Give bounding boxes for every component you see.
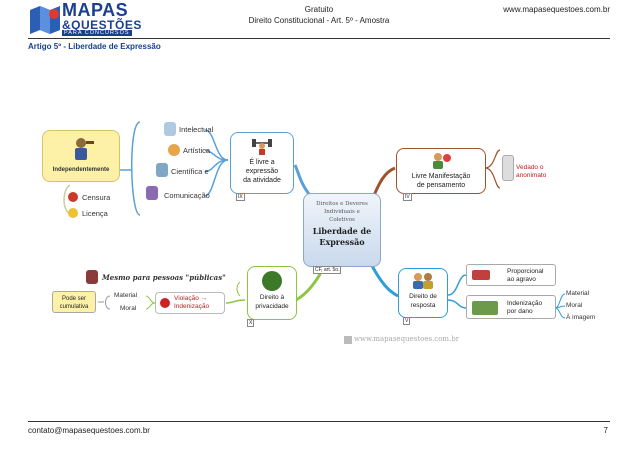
forbidden-icon — [160, 298, 170, 308]
watermark-logo-icon — [344, 336, 352, 344]
palette-icon — [168, 144, 180, 156]
public-person-icon — [86, 270, 98, 284]
privacidade-tag: X — [247, 319, 255, 327]
website-link[interactable]: www.mapasequestoes.com.br — [503, 5, 610, 14]
header-divider — [28, 38, 610, 39]
resposta-tag: V — [403, 317, 411, 325]
balance-icon — [472, 270, 490, 280]
brain-icon — [164, 122, 176, 136]
footer-email[interactable]: contato@mapasequestoes.com.br — [28, 426, 150, 435]
scientist-icon — [156, 163, 168, 177]
mesmo-para-pessoas: Mesmo para pessoas "públicas" — [102, 273, 226, 282]
material-label: Material — [114, 292, 138, 299]
moral-label: Moral — [120, 305, 137, 312]
item-artistica: Artística — [183, 146, 211, 155]
anonimato-note: Vedado o anonimato — [516, 164, 547, 179]
money-icon — [472, 301, 498, 315]
footer-divider — [28, 421, 610, 422]
dano-material: Material — [566, 290, 590, 297]
center-tag: CF, art. 5o. — [313, 266, 342, 274]
censura-icon — [68, 192, 78, 202]
independente-node[interactable]: Independentemente — [42, 130, 120, 182]
center-node[interactable]: Direitos e Deveres Individuais e Coletiv… — [303, 193, 381, 267]
wreath-icon — [262, 271, 282, 291]
privacidade-node[interactable]: Direito à privacidade — [247, 266, 297, 320]
livre-node[interactable]: É livre a expressão da atividade — [230, 132, 294, 194]
cumulativa-box: Pode ser cumulativa — [52, 291, 96, 313]
communication-icon — [146, 186, 158, 200]
censura-label: Censura — [82, 193, 111, 202]
mask-icon — [502, 155, 514, 181]
logo-map-icon — [30, 6, 60, 34]
gavel-judge-icon — [75, 138, 94, 160]
badge: Gratuito — [304, 5, 334, 14]
violacao-box[interactable]: Violação → Indenização — [155, 292, 225, 314]
dano-moral: Moral — [566, 302, 583, 309]
livre-tag: IX — [236, 193, 245, 201]
weightlifter-icon — [252, 139, 272, 155]
item-intelectual: Intelectual — [179, 125, 214, 134]
document-subtitle: Direito Constitucional - Art. 5º - Amost… — [248, 16, 390, 25]
item-comunicacao: Comunicação — [164, 191, 210, 200]
licenca-icon — [68, 208, 78, 218]
header-center: Gratuito Direito Constitucional - Art. 5… — [0, 4, 638, 26]
resposta-node[interactable]: Direito de resposta — [398, 268, 448, 318]
item-cientifica: Científica e — [171, 167, 209, 176]
manifestacao-tag: IV — [403, 193, 412, 201]
dano-imagem: À imagem — [566, 314, 596, 321]
logo-text: MAPAS &QUESTÕES — [62, 0, 142, 32]
proporcional-box: Proporcional ao agravo — [466, 264, 556, 286]
watermark: www.mapasequestoes.com.br — [354, 335, 460, 343]
page-number: 7 — [603, 426, 608, 435]
licenca-label: Licença — [82, 209, 108, 218]
section-title: Artigo 5º - Liberdade de Expressão — [28, 42, 161, 51]
manifestacao-node[interactable]: Livre Manifestação de pensamento — [396, 148, 486, 194]
logo — [28, 2, 132, 40]
indenizacao-box: Indenização por dano — [466, 295, 556, 319]
people-talking-icon — [413, 273, 433, 289]
speaking-person-icon — [433, 153, 451, 169]
logo-tagline: PARA CONCURSOS — [62, 30, 132, 36]
